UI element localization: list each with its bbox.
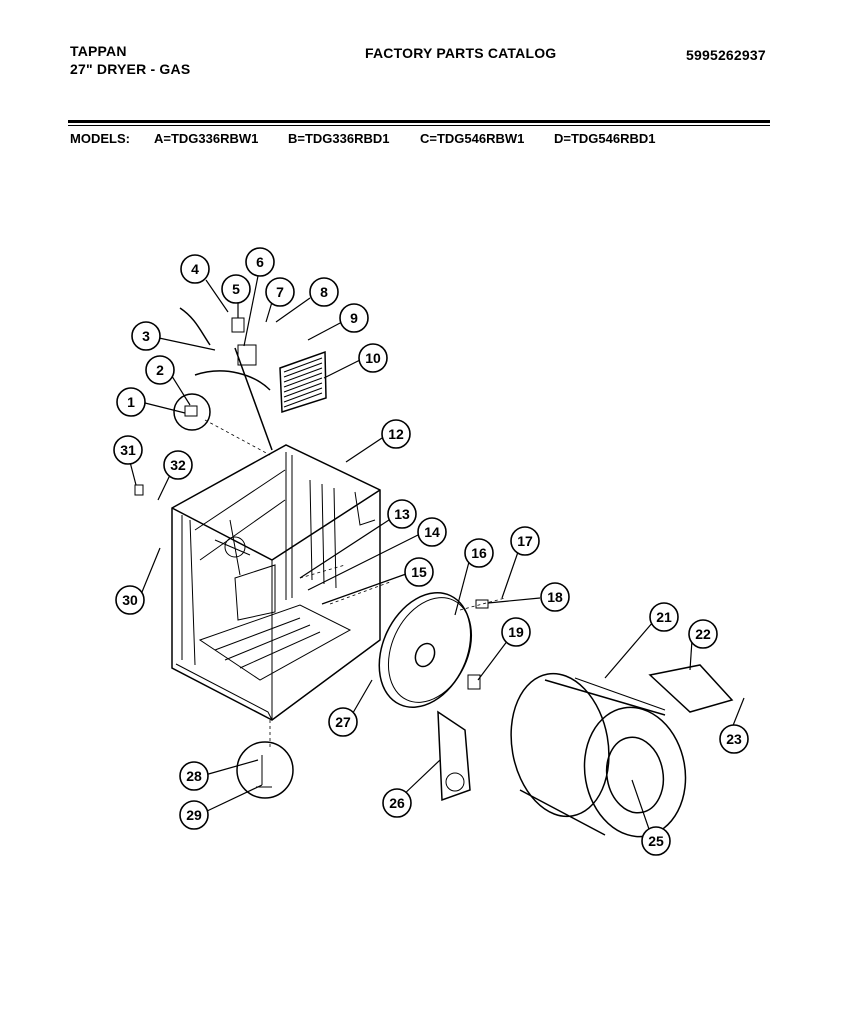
- callout-18: 18: [540, 582, 570, 612]
- louver-vent-drawing: [279, 350, 327, 414]
- callout-9: 9: [339, 303, 369, 333]
- callout-5: 5: [221, 274, 251, 304]
- callout-8: 8: [309, 277, 339, 307]
- callout-1: 1: [116, 387, 146, 417]
- svg-text:4: 4: [191, 261, 199, 277]
- svg-text:9: 9: [350, 310, 358, 326]
- brand-name: TAPPAN: [70, 43, 127, 59]
- svg-text:31: 31: [120, 442, 136, 458]
- catalog-part-number: 5995262937: [686, 47, 766, 63]
- duct-drawing: [437, 710, 471, 802]
- svg-text:12: 12: [388, 426, 404, 442]
- part-18-shape: [475, 599, 489, 609]
- callout-10: 10: [358, 343, 388, 373]
- callout-32: 32: [163, 450, 193, 480]
- model-entry-b: B=TDG336RBD1: [288, 131, 390, 146]
- callout-14: 14: [417, 517, 447, 547]
- callout-17: 17: [510, 526, 540, 556]
- callout-23: 23: [719, 724, 749, 754]
- callout-19: 19: [501, 617, 531, 647]
- svg-text:26: 26: [389, 795, 405, 811]
- svg-text:10: 10: [365, 350, 381, 366]
- leveling-leg-drawing: [256, 755, 272, 788]
- foot-assembly-circle: [236, 741, 294, 799]
- svg-text:13: 13: [394, 506, 410, 522]
- callout-31: 31: [113, 435, 143, 465]
- svg-text:19: 19: [508, 624, 524, 640]
- svg-text:3: 3: [142, 328, 150, 344]
- wiring-harness-drawing: [179, 307, 273, 451]
- callout-4: 4: [180, 254, 210, 284]
- callout-27: 27: [328, 707, 358, 737]
- part-1-shape: [184, 405, 198, 417]
- header-rule-thin: [68, 125, 770, 126]
- callout-2: 2: [145, 355, 175, 385]
- svg-text:2: 2: [156, 362, 164, 378]
- callout-labels: 1 2 3 4 5 6 7 8 9 10 12 13 14 15 16 17 1…: [113, 247, 749, 856]
- part-19-shape: [467, 674, 481, 690]
- svg-text:21: 21: [656, 609, 672, 625]
- callout-28: 28: [179, 761, 209, 791]
- svg-text:32: 32: [170, 457, 186, 473]
- models-label: MODELS:: [70, 131, 130, 146]
- svg-text:5: 5: [232, 281, 240, 297]
- svg-text:27: 27: [335, 714, 351, 730]
- model-entry-c: C=TDG546RBW1: [420, 131, 525, 146]
- svg-text:22: 22: [695, 626, 711, 642]
- callout-12: 12: [381, 419, 411, 449]
- product-title: 27" DRYER - GAS: [70, 61, 191, 77]
- header-rule-thick: [68, 120, 770, 123]
- svg-text:6: 6: [256, 254, 264, 270]
- callout-22: 22: [688, 619, 718, 649]
- svg-text:1: 1: [127, 394, 135, 410]
- callout-29: 29: [179, 800, 209, 830]
- baffle-drawing: [648, 664, 734, 713]
- callout-7: 7: [265, 277, 295, 307]
- callout-25: 25: [641, 826, 671, 856]
- callout-15: 15: [404, 557, 434, 587]
- svg-text:23: 23: [726, 731, 742, 747]
- svg-text:17: 17: [517, 533, 533, 549]
- svg-text:14: 14: [424, 524, 440, 540]
- svg-text:30: 30: [122, 592, 138, 608]
- callout-21: 21: [649, 602, 679, 632]
- svg-text:16: 16: [471, 545, 487, 561]
- callout-leaders: [129, 275, 745, 833]
- callout-16: 16: [464, 538, 494, 568]
- callout-26: 26: [382, 788, 412, 818]
- model-entry-d: D=TDG546RBD1: [554, 131, 656, 146]
- cabinet-drawing: [171, 444, 381, 721]
- svg-text:18: 18: [547, 589, 563, 605]
- drum-drawing: [510, 672, 687, 838]
- part-2-shape: [173, 393, 211, 431]
- callout-30: 30: [115, 585, 145, 615]
- svg-text:8: 8: [320, 284, 328, 300]
- callout-6: 6: [245, 247, 275, 277]
- svg-text:29: 29: [186, 807, 202, 823]
- bulkhead-drawing: [378, 592, 473, 708]
- svg-text:25: 25: [648, 833, 664, 849]
- callout-3: 3: [131, 321, 161, 351]
- dashed-leaders: [204, 419, 506, 748]
- callout-13: 13: [387, 499, 417, 529]
- catalog-title: FACTORY PARTS CATALOG: [365, 45, 557, 61]
- part-31-shape: [134, 484, 144, 496]
- svg-text:7: 7: [276, 284, 284, 300]
- svg-text:15: 15: [411, 564, 427, 580]
- model-entry-a: A=TDG336RBW1: [154, 131, 259, 146]
- svg-text:28: 28: [186, 768, 202, 784]
